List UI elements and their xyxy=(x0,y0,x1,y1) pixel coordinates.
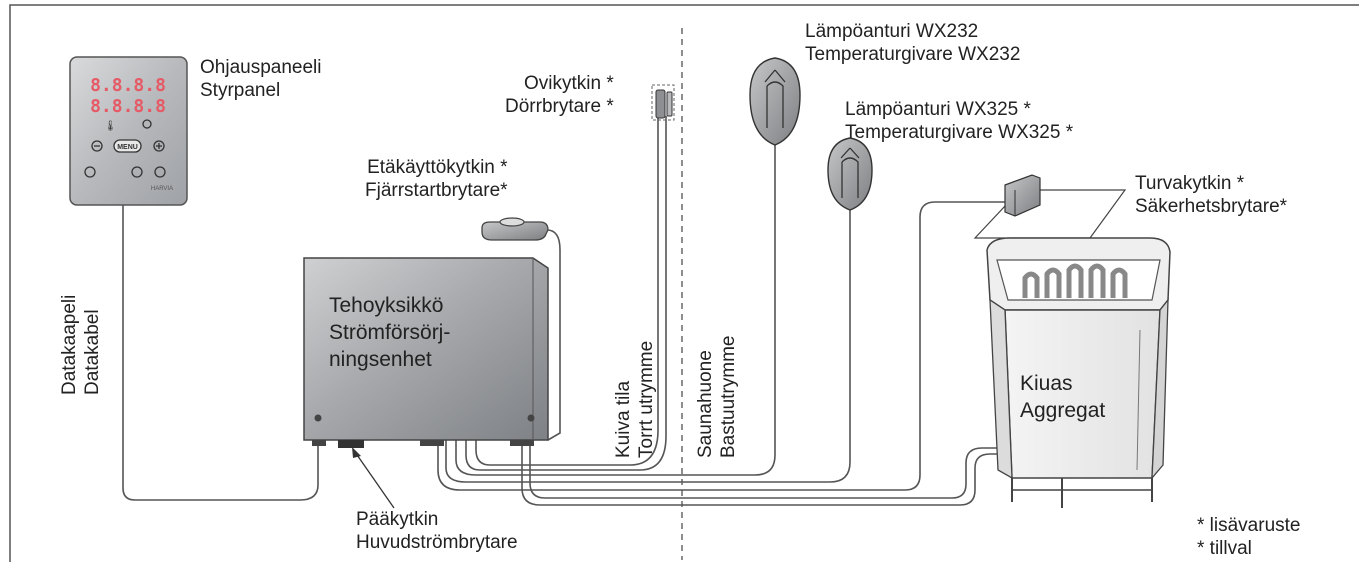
dry-room-name-fi: Kuiva tila xyxy=(613,380,634,458)
power-unit-line-2: Strömförsörj- xyxy=(329,321,451,344)
heater-name-sv: Aggregat xyxy=(1020,399,1106,422)
main-switch-name-fi: Pääkytkin xyxy=(356,509,439,530)
sensor-wx325-label: Lämpöanturi WX325 * Temperaturgivare WX3… xyxy=(845,98,1073,144)
power-icon xyxy=(154,166,166,178)
control-panel-name-sv: Styrpanel xyxy=(200,80,281,101)
cables xyxy=(122,116,1010,506)
control-panel: 8.8.8.8 8.8.8.8 🌡 MENU HARVIA xyxy=(69,56,188,206)
legend-optional-fi: * lisävaruste xyxy=(1197,515,1301,536)
power-unit-label: Tehoyksikkö Strömförsörj- ningsenhet xyxy=(329,292,450,373)
main-switch-name-sv: Huvudströmbrytare xyxy=(356,532,518,553)
safety-switch-label: Turvakytkin * Säkerhetsbrytare* xyxy=(1135,172,1287,218)
power-unit-line-3: ningsenhet xyxy=(329,348,432,371)
plus-button xyxy=(153,140,165,152)
remote-switch-name-sv: Fjärrstartbrytare* xyxy=(365,180,508,201)
remote-switch-name-fi: Etäkäyttökytkin * xyxy=(367,157,508,178)
panel-display-top: 8.8.8.8 xyxy=(90,75,166,96)
dry-room-label: Kuiva tila Torrt utrymme xyxy=(612,341,658,458)
heater-name-fi: Kiuas xyxy=(1020,372,1073,395)
sensor-wx232-label: Lämpöanturi WX232 Temperaturgivare WX232 xyxy=(805,20,1020,66)
panel-display-bottom: 8.8.8.8 xyxy=(90,96,166,117)
data-cable xyxy=(122,204,319,501)
control-panel-label: Ohjauspaneeli Styrpanel xyxy=(200,56,321,102)
heater xyxy=(986,237,1171,508)
sensor-wx232-name-sv: Temperaturgivare WX232 xyxy=(805,44,1021,65)
safety-switch-name-sv: Säkerhetsbrytare* xyxy=(1135,196,1288,217)
data-cable-label: Datakaapeli Datakabel xyxy=(58,295,104,395)
legend-optional-sv: * tillval xyxy=(1197,538,1252,559)
legend: * lisävaruste * tillval xyxy=(1197,514,1301,560)
power-icon xyxy=(84,166,96,178)
remote-switch-label: Etäkäyttökytkin * Fjärrstartbrytare* xyxy=(365,156,508,202)
sensor-wx325-name-fi: Lämpöanturi WX325 * xyxy=(845,99,1031,120)
remote-switch xyxy=(481,217,549,241)
main-switch-knob xyxy=(338,440,364,448)
door-switch-name-sv: Dörrbrytare * xyxy=(505,96,614,117)
clock-icon xyxy=(142,119,152,129)
thermometer-icon: 🌡 xyxy=(104,120,117,132)
panel-brand: HARVIA xyxy=(151,186,173,192)
power-unit-line-1: Tehoyksikkö xyxy=(329,294,444,317)
sensor-wx232-name-fi: Lämpöanturi WX232 xyxy=(805,21,979,42)
control-panel-name-fi: Ohjauspaneeli xyxy=(200,57,322,78)
heater-label: Kiuas Aggregat xyxy=(1020,370,1105,424)
sensor-wx325 xyxy=(827,137,873,211)
svg-text:MENU: MENU xyxy=(117,144,138,151)
door-switch xyxy=(651,84,675,121)
sensor-wx325-name-sv: Temperaturgivare WX325 * xyxy=(845,122,1074,143)
data-cable-name-sv: Datakabel xyxy=(82,309,103,395)
diagram-frame xyxy=(9,4,1359,562)
safety-switch-name-fi: Turvakytkin * xyxy=(1135,173,1245,194)
data-cable-name-fi: Datakaapeli xyxy=(59,294,80,395)
sensor-wx232 xyxy=(749,57,801,146)
dry-room-name-sv: Torrt utrymme xyxy=(636,340,657,458)
main-switch-label: Pääkytkin Huvudströmbrytare xyxy=(356,508,518,554)
menu-button xyxy=(113,139,142,153)
minus-button xyxy=(91,140,103,152)
door-switch-label: Ovikytkin * Dörrbrytare * xyxy=(505,72,614,118)
safety-switch xyxy=(973,174,1127,239)
sauna-room-name-fi: Saunahuone xyxy=(695,350,716,458)
sauna-room-name-sv: Bastuutrymme xyxy=(718,335,739,458)
sauna-room-label: Saunahuone Bastuutrymme xyxy=(694,336,740,458)
power-icon xyxy=(131,166,143,178)
door-switch-name-fi: Ovikytkin * xyxy=(524,73,614,94)
power-unit xyxy=(303,257,549,509)
